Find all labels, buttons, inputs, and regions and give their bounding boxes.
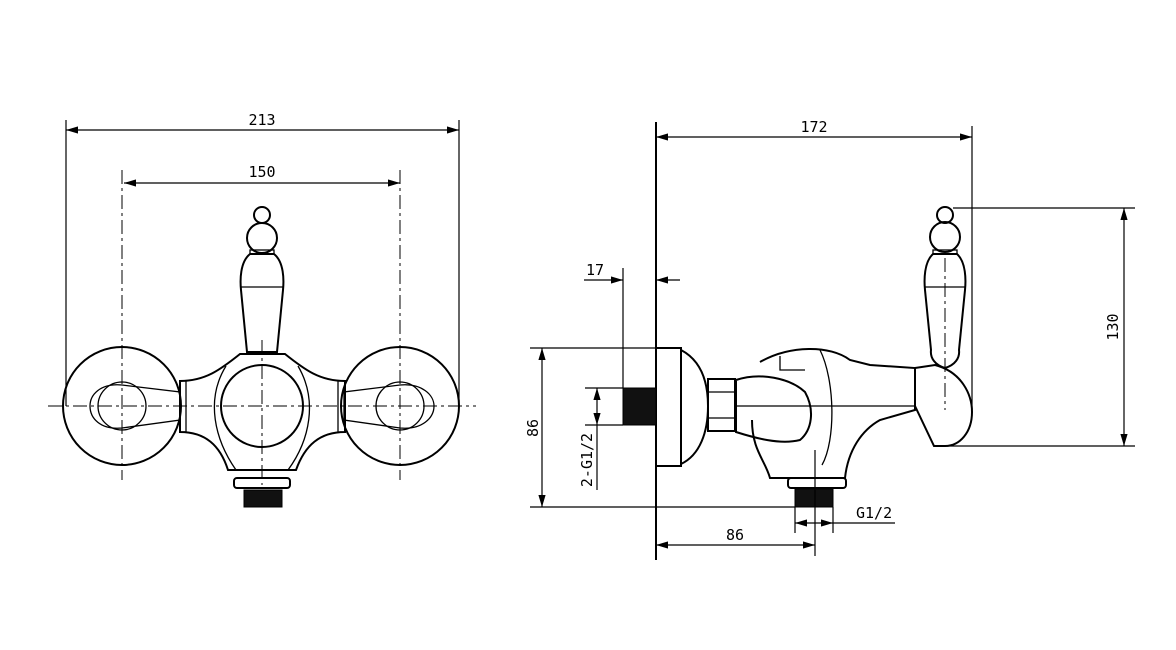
dimension-outlet-thread: G1/2 bbox=[794, 504, 895, 533]
hex-nut bbox=[707, 378, 736, 432]
dimension-inlet-height: 86 bbox=[524, 347, 795, 508]
left-escutcheon bbox=[62, 170, 182, 480]
dimension-inlet-thread: 2-G1/2 bbox=[578, 387, 623, 490]
dimension-overall-width: 213 bbox=[65, 111, 460, 406]
front-view: 213 150 bbox=[48, 111, 476, 508]
flange bbox=[655, 347, 710, 467]
side-body bbox=[735, 348, 916, 508]
lever-handle bbox=[239, 206, 285, 353]
side-view: 172 17 86 2-G1/2 130 bbox=[524, 118, 1135, 560]
dimension-label-17: 17 bbox=[586, 261, 604, 279]
dimension-outlet-offset: 86 bbox=[656, 450, 816, 556]
inlet-thread bbox=[622, 387, 657, 426]
dimension-inlet-spacing: 150 bbox=[124, 163, 400, 187]
right-escutcheon bbox=[340, 170, 460, 480]
dimension-label-213: 213 bbox=[248, 111, 275, 129]
dimension-label-130: 130 bbox=[1104, 313, 1122, 340]
dimension-handle-height: 130 bbox=[945, 207, 1135, 447]
dimension-overall-depth: 172 bbox=[656, 118, 973, 410]
dimension-label-86-vertical: 86 bbox=[524, 419, 542, 437]
dimension-wall-offset: 17 bbox=[584, 261, 680, 388]
dimension-label-172: 172 bbox=[800, 118, 827, 136]
mixer-body bbox=[179, 340, 346, 485]
dimension-label-86-horizontal: 86 bbox=[726, 526, 744, 544]
dimension-label-2-g1-2: 2-G1/2 bbox=[578, 433, 596, 487]
side-lever-handle bbox=[914, 206, 974, 447]
outlet-nut bbox=[233, 477, 291, 508]
dimension-label-150: 150 bbox=[248, 163, 275, 181]
dimension-label-g1-2: G1/2 bbox=[856, 504, 892, 522]
